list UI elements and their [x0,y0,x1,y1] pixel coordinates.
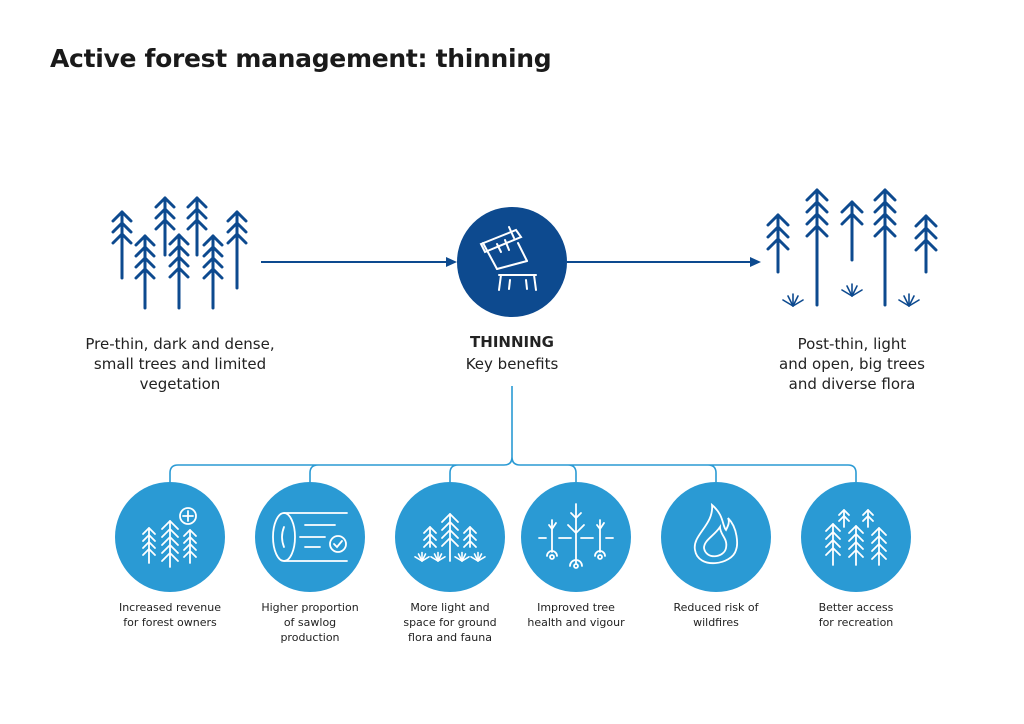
grass-icon [898,293,920,307]
thinning-heading: THINNING [470,333,554,351]
benefit-5-flame-icon [661,482,771,592]
grass-icon [782,293,804,307]
open-forest-icon [766,188,938,307]
trees-flora-icon [414,513,486,562]
thinning-circle [457,207,567,317]
benefit-label: Increased revenue for forest owners [100,600,240,630]
caption-line: Post-thin, light [797,335,907,353]
dense-forest-icon [111,196,248,310]
tree-icon [862,509,874,528]
thinning-caption: THINNING Key benefits [412,332,612,374]
thinning-subheading: Key benefits [465,355,559,373]
tree-icon [825,523,841,566]
grass-icon [414,551,430,562]
benefit-label: Reduced risk of wildfires [646,600,786,630]
arrowhead-icon [750,257,761,267]
benefit-label-line: Increased revenue [118,601,222,614]
tree-icon [441,513,459,562]
benefit-label: Better access for recreation [786,600,926,630]
benefit-label-line: wildfires [693,616,739,629]
benefit-label: Improved tree health and vigour [506,600,646,630]
tree-icon [202,234,224,310]
tree-icon [154,196,176,257]
caption-line: and diverse flora [788,375,916,393]
trees-plus-icon [142,507,197,568]
tree-icon [226,210,248,290]
benefit-1-trees-plus-icon [115,482,225,592]
post-thin-caption: Post-thin, light and open, big trees and… [732,334,972,394]
caption-line: vegetation [139,375,221,393]
benefit-label-line: for forest owners [123,616,217,629]
flame-icon [694,502,738,565]
benefit-3-trees-flora-icon [395,482,505,592]
tree-icon [111,210,133,280]
benefit-label-line: health and vigour [527,616,625,629]
benefit-6-forest-access-icon [801,482,911,592]
benefit-label: More light and space for ground flora and … [380,600,520,645]
caption-line: and open, big trees [779,355,925,373]
tree-icon [871,527,887,566]
benefit-label-line: production [280,631,340,644]
caption-line: Pre-thin, dark and dense, [85,335,275,353]
benefit-label-line: Better access [818,601,894,614]
benefit-label-line: More light and [410,601,490,614]
grass-icon [454,551,470,562]
benefit-2-sawlog-check-icon [255,482,365,592]
tree-icon [168,233,190,310]
benefits-connector [169,386,857,482]
tree-icon [134,234,156,310]
tree-stump-icon [479,226,537,291]
tree-icon [161,520,179,568]
benefit-label: Higher proportion of sawlog production [240,600,380,645]
sawlog-check-icon [272,512,348,562]
benefit-circle [661,482,771,592]
tree-icon [914,214,938,274]
benefit-label-line: space for ground [403,616,497,629]
caption-line: small trees and limited [93,355,267,373]
arrowhead-icon [446,257,457,267]
tree-icon [186,196,208,257]
tree-icon [766,213,790,274]
tree-icon [423,526,437,548]
grass-icon [841,283,863,297]
grass-icon [430,551,446,562]
tree-icon [463,526,477,548]
benefit-label-line: Improved tree [537,601,615,614]
tree-roots-icon [538,503,614,569]
tree-icon [848,525,864,566]
tree-icon [183,529,197,564]
page-title: Active forest management: thinning [50,44,552,73]
benefit-label-line: Higher proportion [261,601,359,614]
benefit-label-line: for recreation [818,616,894,629]
tree-icon [873,188,897,307]
tree-icon [142,527,156,564]
pre-thin-caption: Pre-thin, dark and dense, small trees an… [60,334,300,394]
benefit-label-line: Reduced risk of [673,601,759,614]
tree-icon [805,188,829,307]
benefit-label-line: flora and fauna [408,631,492,644]
forest-access-icon [825,509,887,566]
benefit-label-line: of sawlog [283,616,337,629]
tree-icon [838,509,850,528]
tree-icon [840,200,864,262]
grass-icon [470,551,486,562]
benefit-4-tree-roots-icon [521,482,631,592]
